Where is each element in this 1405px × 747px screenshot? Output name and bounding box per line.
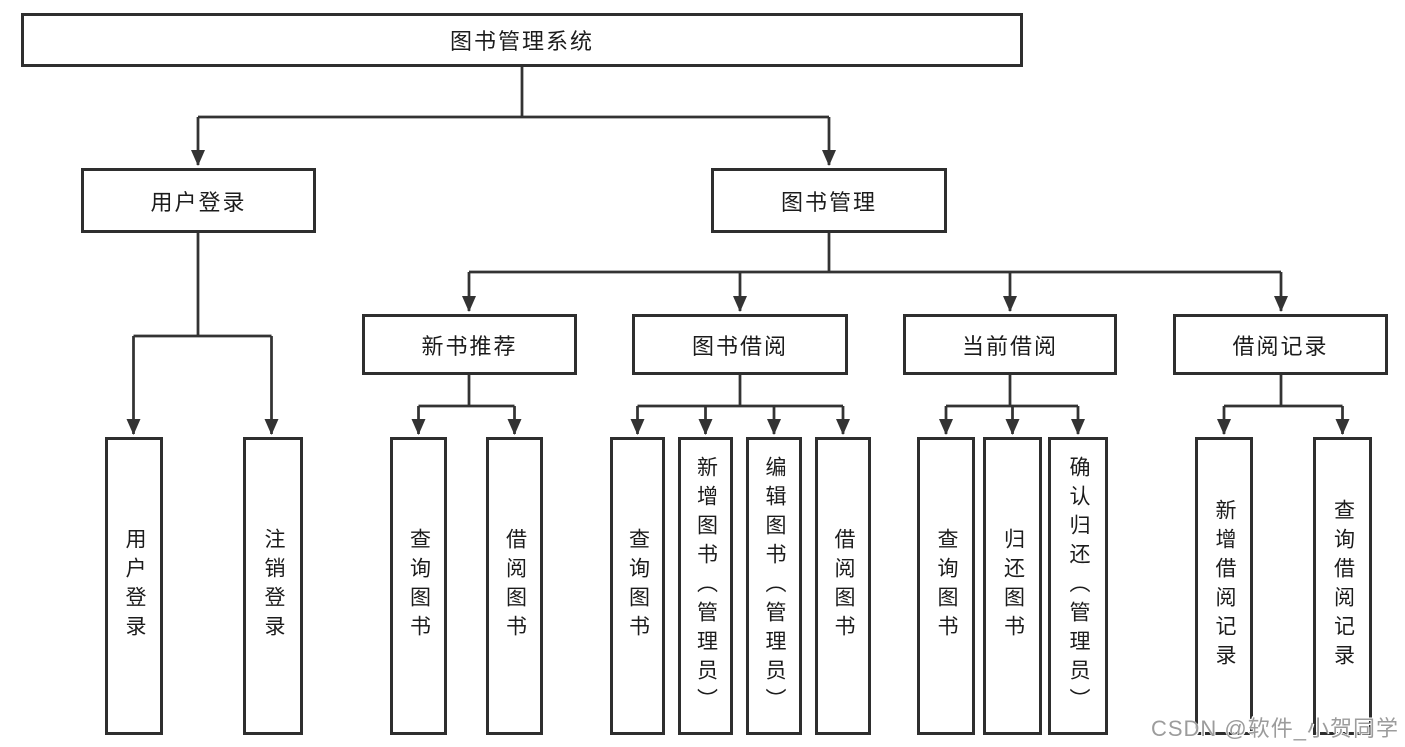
leaf-borrow-books: 借阅图书: [815, 437, 871, 735]
node-root-system: 图书管理系统: [21, 13, 1023, 67]
leaf-query-books-recommend: 查询图书: [390, 437, 447, 735]
leaf-return-books: 归还图书: [983, 437, 1042, 735]
leaf-query-books-borrow: 查询图书: [610, 437, 665, 735]
leaf-label: 归还图书: [1001, 528, 1025, 644]
leaf-label: 用户登录: [123, 528, 146, 644]
leaf-label: 借阅图书: [503, 528, 527, 644]
leaf-label: 编辑图书（管理员）: [763, 455, 786, 717]
leaf-query-books-current: 查询图书: [917, 437, 975, 735]
leaf-borrow-books-recommend: 借阅图书: [486, 437, 543, 735]
node-borrowing-records: 借阅记录: [1173, 314, 1388, 375]
node-current-borrowing: 当前借阅: [903, 314, 1117, 375]
leaf-label: 确认归还（管理员）: [1067, 455, 1090, 717]
node-new-book-recommend: 新书推荐: [362, 314, 577, 375]
leaf-label: 注销登录: [262, 528, 285, 644]
csdn-watermark: CSDN @软件_小贺同学: [1150, 716, 1399, 741]
leaf-label: 查询图书: [935, 528, 958, 644]
leaf-user-login: 用户登录: [105, 437, 163, 735]
leaf-label: 新增图书（管理员）: [694, 455, 718, 717]
leaf-query-borrow-record: 查询借阅记录: [1313, 437, 1372, 735]
node-book-borrowing: 图书借阅: [632, 314, 848, 375]
leaf-label: 查询图书: [407, 528, 431, 644]
node-book-management: 图书管理: [711, 168, 947, 233]
node-user-login: 用户登录: [81, 168, 316, 233]
leaf-label: 新增借阅记录: [1213, 499, 1236, 673]
leaf-add-borrow-record: 新增借阅记录: [1195, 437, 1253, 735]
leaf-confirm-return-admin: 确认归还（管理员）: [1048, 437, 1108, 735]
leaf-logout: 注销登录: [243, 437, 303, 735]
leaf-label: 查询图书: [626, 528, 650, 644]
leaf-edit-books-admin: 编辑图书（管理员）: [746, 437, 802, 735]
leaf-label: 借阅图书: [832, 528, 855, 644]
leaf-label: 查询借阅记录: [1331, 499, 1355, 673]
leaf-add-books-admin: 新增图书（管理员）: [678, 437, 733, 735]
